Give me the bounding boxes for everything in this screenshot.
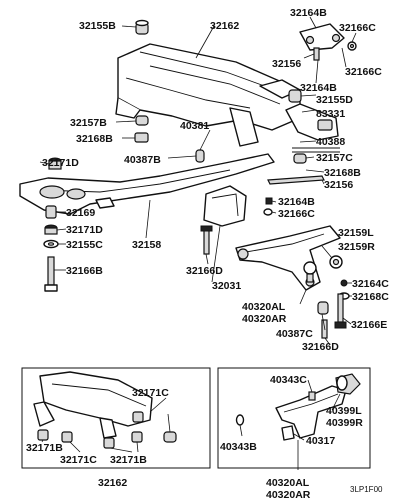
mount-32171D-lower bbox=[44, 224, 58, 235]
label-40320AR-b: 40320AR bbox=[266, 489, 311, 501]
washer-32166C-right bbox=[263, 208, 273, 216]
washer-32155C bbox=[43, 239, 59, 249]
label-32166D-a: 32166D bbox=[186, 265, 223, 277]
inset-lower-arm-drawing bbox=[235, 373, 361, 470]
label-32156-a: 32156 bbox=[272, 58, 301, 70]
label-83331: 83331 bbox=[316, 108, 345, 120]
label-32157B: 32157B bbox=[70, 117, 107, 129]
label-32168B-a: 32168B bbox=[76, 133, 113, 145]
inset-crossmember-drawing bbox=[33, 371, 177, 453]
figure-code: 3LP1F00 bbox=[350, 485, 383, 494]
mount-32157B bbox=[135, 115, 149, 126]
washer-32166C-top bbox=[347, 41, 357, 51]
label-32162-top: 32162 bbox=[210, 20, 239, 32]
bushing-40387C bbox=[317, 301, 329, 315]
label-32155D: 32155D bbox=[316, 94, 353, 106]
nut-32164C bbox=[340, 279, 348, 287]
label-40399R: 40399R bbox=[326, 417, 363, 429]
label-32156-b: 32156 bbox=[324, 179, 353, 191]
label-32166C-c: 32166C bbox=[278, 208, 315, 220]
label-32171B-a: 32171B bbox=[26, 442, 63, 454]
label-32158: 32158 bbox=[132, 239, 161, 251]
label-32166B: 32166B bbox=[66, 265, 103, 277]
label-40320AL-b: 40320AL bbox=[266, 477, 310, 489]
label-40399L: 40399L bbox=[326, 405, 362, 417]
label-40387C: 40387C bbox=[276, 328, 313, 340]
label-40320AR-a: 40320AR bbox=[242, 313, 287, 325]
label-40388: 40388 bbox=[316, 136, 345, 148]
lower-arm-40320 bbox=[235, 225, 341, 291]
label-32168B-b: 32168B bbox=[324, 167, 361, 179]
label-32171D-a: 32171D bbox=[42, 157, 79, 169]
bolt-32166D-left bbox=[200, 225, 213, 255]
bar-32156 bbox=[267, 175, 325, 185]
link-32164B-top bbox=[299, 23, 345, 61]
label-32166C-b: 32166C bbox=[345, 66, 382, 78]
bolt-32166B bbox=[44, 256, 58, 292]
label-32164B-b: 32164B bbox=[300, 82, 337, 94]
bolt-32166E bbox=[334, 293, 347, 329]
label-40343B: 40343B bbox=[220, 441, 257, 453]
inset-box-lower-arm bbox=[217, 367, 371, 469]
bushing-32159L bbox=[329, 255, 343, 269]
ball-joint-40320 bbox=[303, 261, 317, 283]
part-labels: 32155B 32162 32164B 32166C 32156 32166C … bbox=[26, 7, 389, 501]
bushing-40381 bbox=[195, 149, 205, 163]
bolt-32164B-right bbox=[265, 197, 273, 205]
label-40381: 40381 bbox=[180, 120, 209, 132]
crossmember-32158 bbox=[19, 153, 275, 215]
label-32155C: 32155C bbox=[66, 239, 103, 251]
label-32168C: 32168C bbox=[352, 291, 389, 303]
label-40343C: 40343C bbox=[270, 374, 307, 386]
mount-32155B bbox=[135, 19, 149, 35]
crossmember-32162 bbox=[115, 43, 340, 153]
label-32166D-b: 32166D bbox=[302, 341, 339, 353]
mount-32157C bbox=[293, 153, 307, 164]
mount-32168B-left bbox=[134, 132, 149, 143]
collar-32169 bbox=[45, 205, 57, 219]
label-32171C-b: 32171C bbox=[60, 454, 97, 466]
bracket-32031 bbox=[203, 185, 247, 227]
label-32164C: 32164C bbox=[352, 278, 389, 290]
leader-lines bbox=[39, 16, 357, 346]
mount-32171D-left bbox=[48, 157, 62, 170]
label-32155B: 32155B bbox=[79, 20, 116, 32]
label-32164B-c: 32164B bbox=[278, 196, 315, 208]
label-32171D-b: 32171D bbox=[66, 224, 103, 236]
label-32157C: 32157C bbox=[316, 152, 353, 164]
label-40387B: 40387B bbox=[124, 154, 161, 166]
label-32162-box: 32162 bbox=[98, 477, 127, 489]
label-32169: 32169 bbox=[66, 207, 95, 219]
label-32159L: 32159L bbox=[338, 227, 374, 239]
label-32171B-b: 32171B bbox=[110, 454, 147, 466]
label-32171C-a: 32171C bbox=[132, 387, 169, 399]
label-32031: 32031 bbox=[212, 280, 241, 292]
inset-box-crossmember bbox=[21, 367, 211, 469]
label-32159R: 32159R bbox=[338, 241, 375, 253]
label-32166C-a: 32166C bbox=[339, 22, 376, 34]
label-32166E: 32166E bbox=[351, 319, 387, 331]
label-40320AL-a: 40320AL bbox=[242, 301, 286, 313]
label-32164B-top: 32164B bbox=[290, 7, 327, 19]
label-40317: 40317 bbox=[306, 435, 335, 447]
